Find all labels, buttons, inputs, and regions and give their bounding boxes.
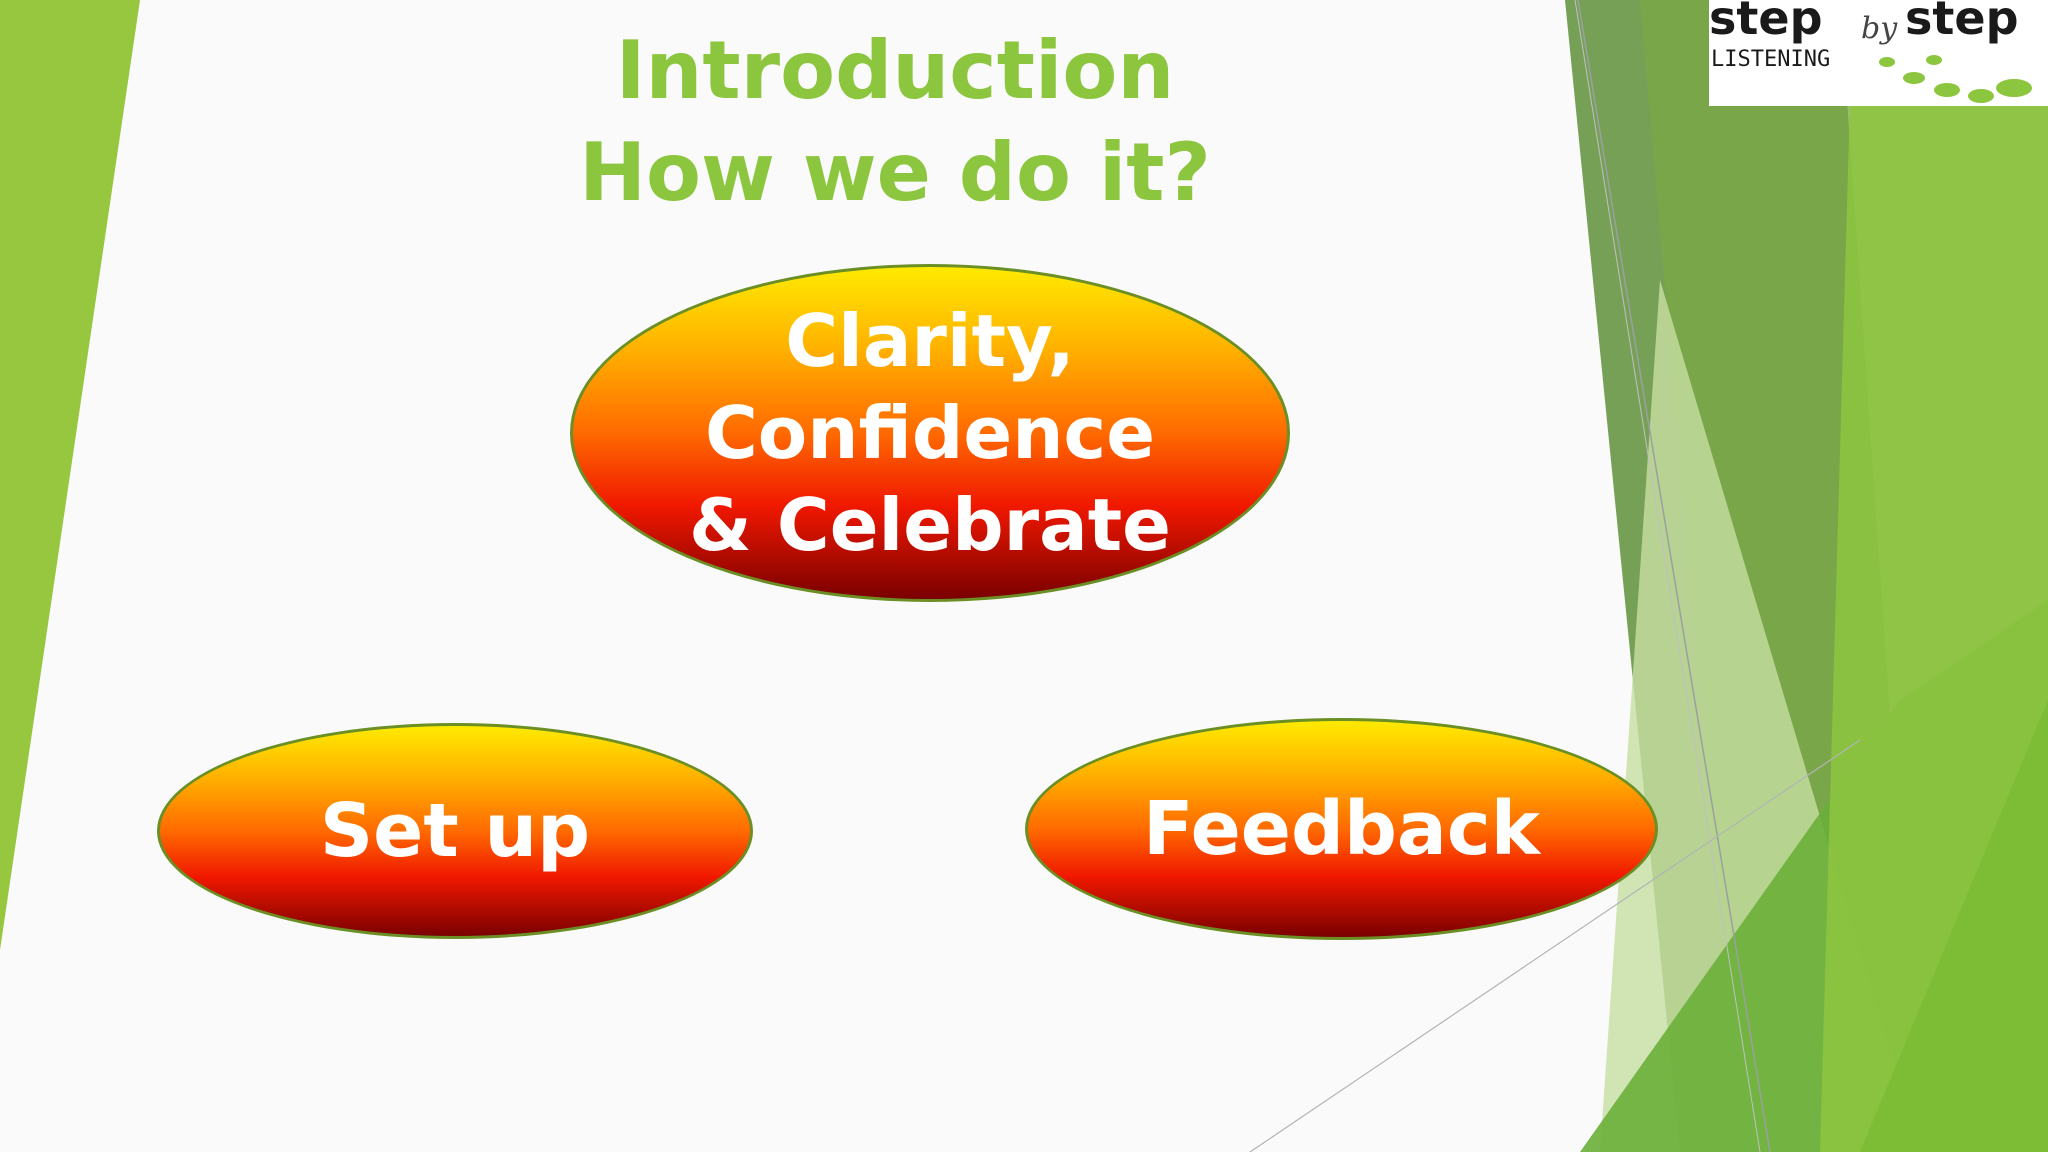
logo-dot-5 (1996, 79, 2032, 97)
logo-word-step-2: step (1905, 0, 2019, 45)
left-green-band (0, 0, 140, 950)
title-line-2: How we do it? (579, 126, 1211, 219)
logo-dot-4 (1968, 89, 1994, 103)
logo-word-step-1: step (1709, 0, 1823, 45)
oval-set-up: Set up (157, 723, 753, 939)
logo-dot-2 (1903, 72, 1925, 84)
oval-top-line-2: Confidence (704, 391, 1156, 475)
oval-clarity-confidence-celebrate: Clarity, Confidence & Celebrate (570, 264, 1290, 602)
logo-word-by: by (1861, 11, 1898, 46)
oval-top-line-3: & Celebrate (689, 483, 1171, 567)
logo-dot-3 (1934, 83, 1960, 97)
oval-feedback: Feedback (1025, 718, 1658, 940)
logo-dot-1 (1879, 57, 1895, 67)
thin-line-1 (1577, 0, 1771, 1152)
oval-right-label: Feedback (1143, 786, 1540, 872)
logo-subtitle: LISTENING (1711, 47, 1830, 72)
title-line-1: Introduction (615, 24, 1175, 117)
step-by-step-logo: step by step LISTENING (1709, 0, 2048, 106)
oval-left-label: Set up (319, 788, 591, 874)
slide-title: Introduction How we do it? (480, 20, 1310, 224)
right-edge-plane (1860, 700, 2048, 1152)
logo-dot-6 (1926, 55, 1942, 65)
thin-line-2 (1249, 739, 1861, 1152)
oval-top-line-1: Clarity, (785, 299, 1075, 383)
thin-line-3 (1574, 0, 1761, 1152)
